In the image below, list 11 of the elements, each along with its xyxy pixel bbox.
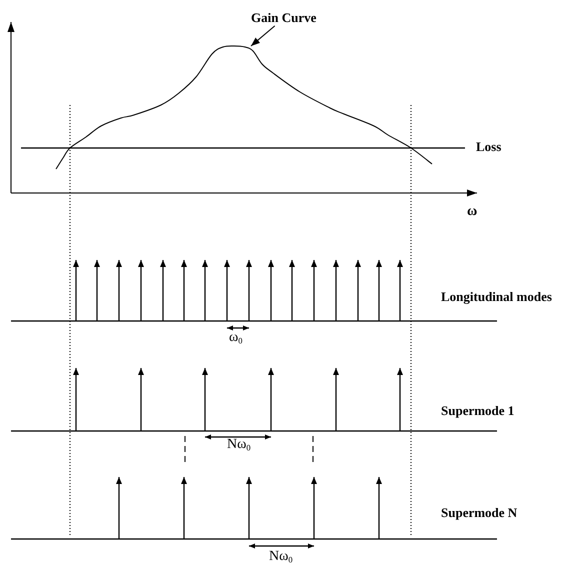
dimension-label: ω$_{0}$ bbox=[229, 330, 242, 346]
dimension-label: Nω$_{0}$ bbox=[269, 549, 293, 566]
axis-label: ω bbox=[467, 204, 478, 220]
row-label: Longitudinal modes bbox=[441, 290, 552, 305]
dimension-label: Nω$_{0}$ bbox=[227, 437, 251, 454]
gain-curve bbox=[56, 45, 432, 170]
row-label: Supermode 1 bbox=[441, 404, 514, 419]
row-label: Supermode N bbox=[441, 506, 518, 521]
leader-arrow bbox=[250, 25, 276, 46]
line-label: Loss bbox=[476, 140, 502, 155]
curve-label: Gain Curve bbox=[251, 11, 316, 26]
